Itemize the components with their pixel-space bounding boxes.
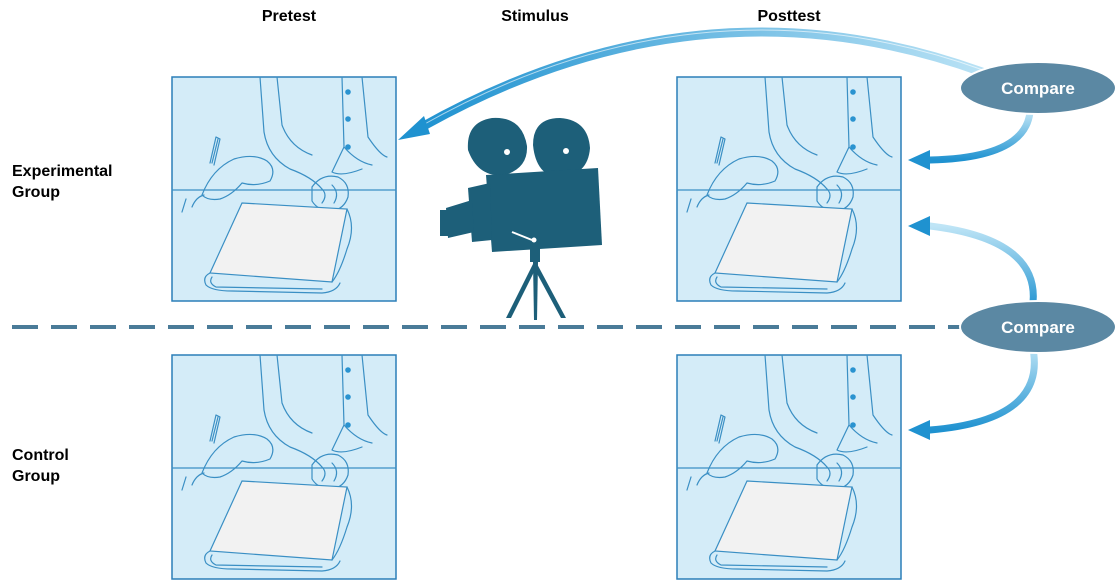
posttest-experimental-panel xyxy=(677,77,901,301)
compare-to-experimental-posttest-arrow xyxy=(908,112,1030,170)
movie-camera-icon xyxy=(440,118,602,320)
compare-label-top: Compare xyxy=(1001,79,1075,98)
pretest-control-panel xyxy=(172,355,396,579)
pretest-experimental-panel xyxy=(172,77,396,301)
compare-badge-top: Compare xyxy=(960,62,1115,114)
compare-label-middle: Compare xyxy=(1001,318,1075,337)
compare-badge-middle: Compare xyxy=(960,301,1115,353)
posttest-control-panel xyxy=(677,355,901,579)
